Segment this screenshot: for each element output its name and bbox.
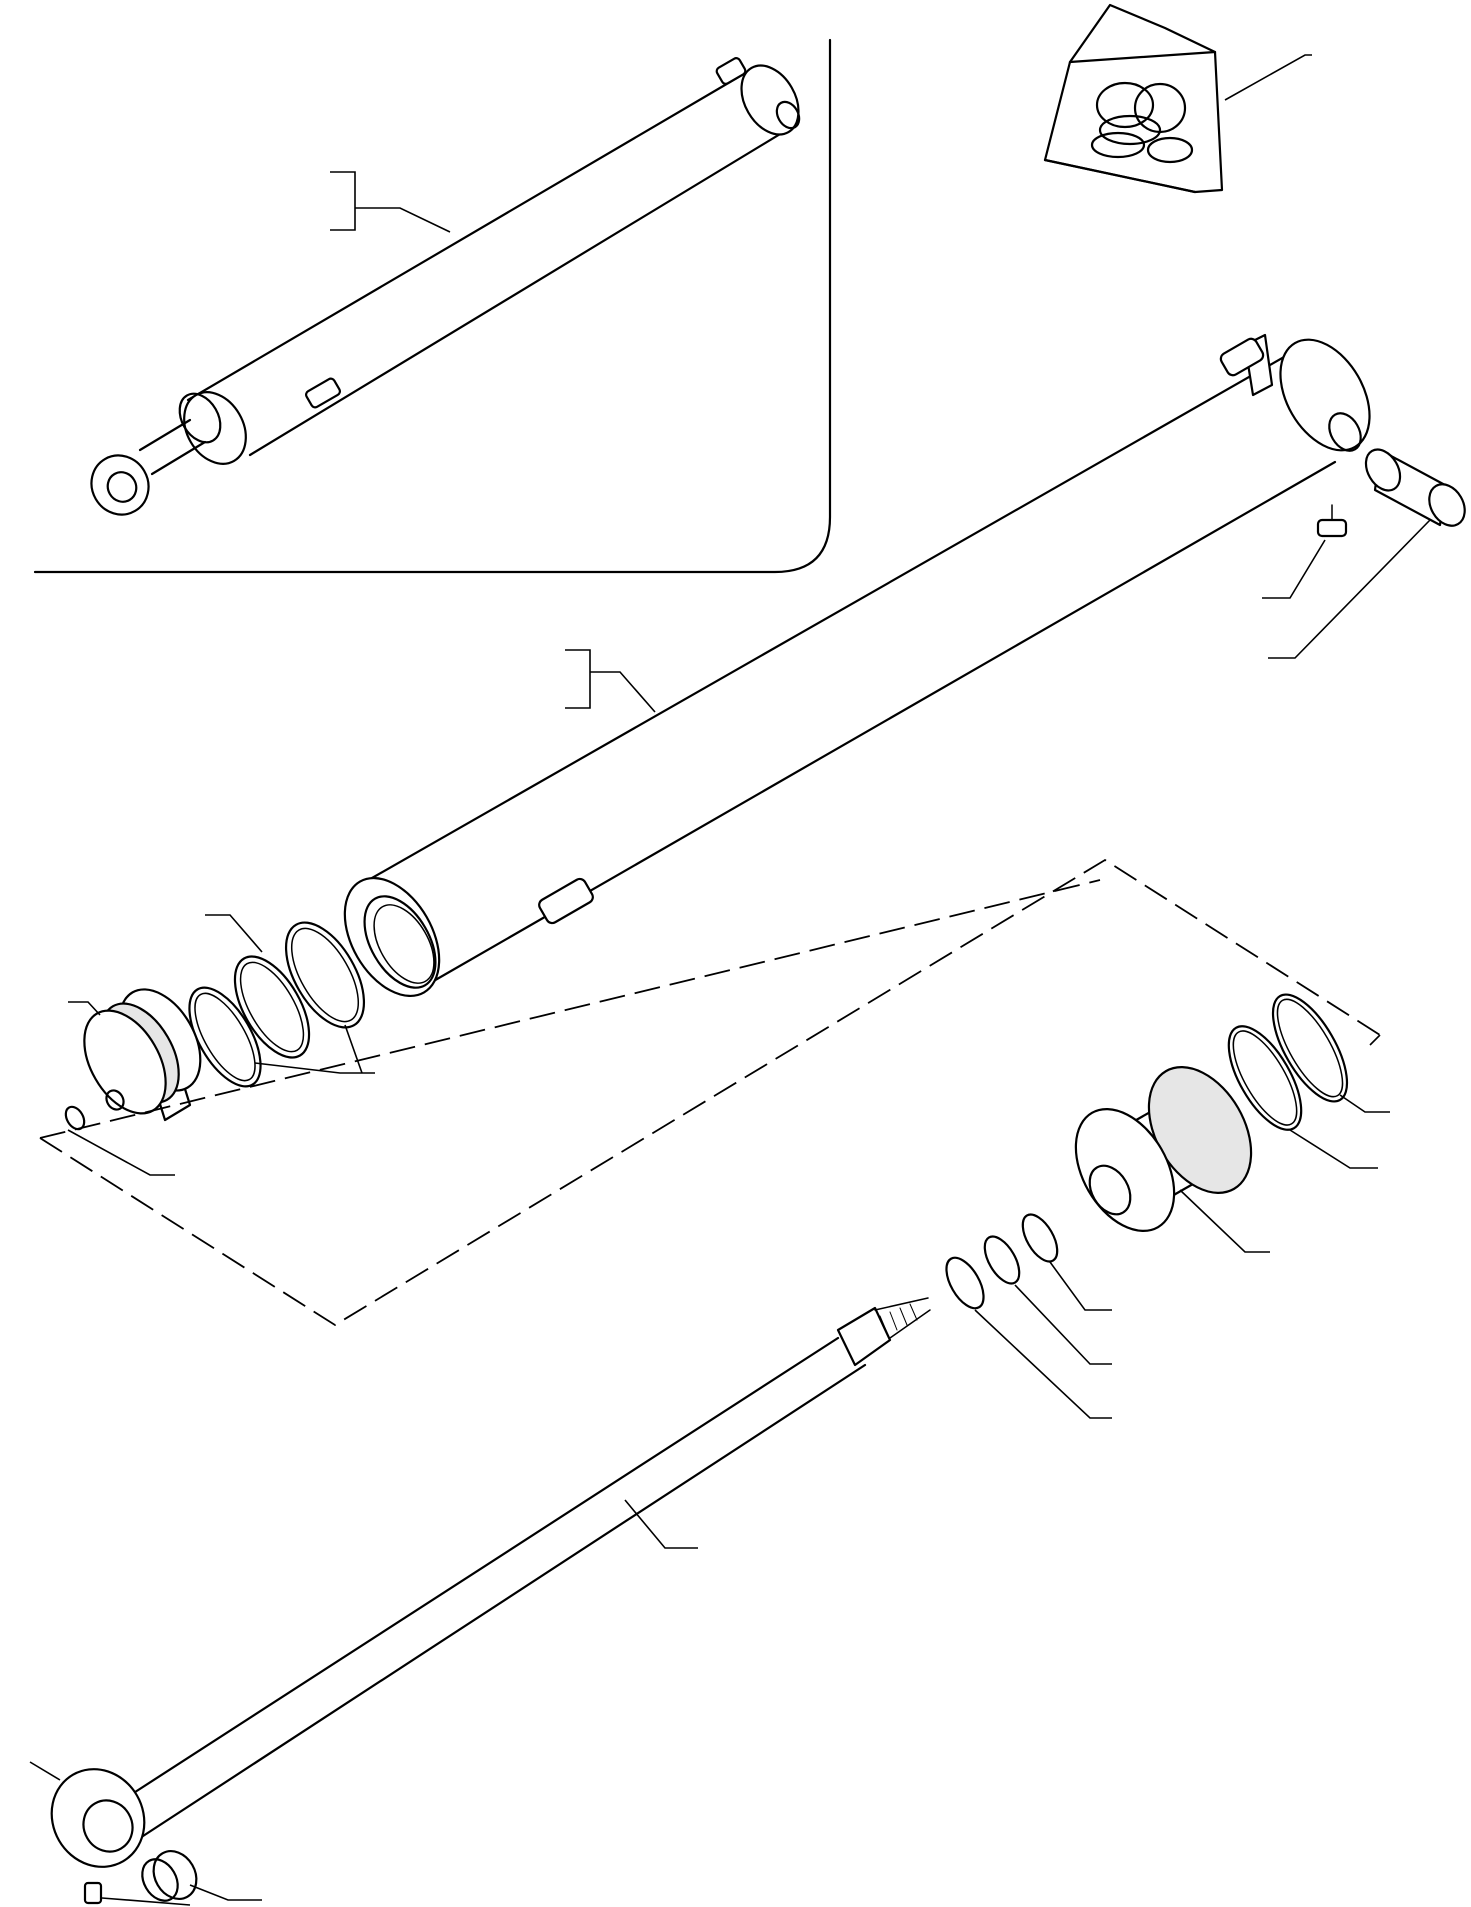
assembly-dashed-outline xyxy=(39,858,1381,1327)
pivot-pin xyxy=(1268,448,1466,659)
seal-kit-bag xyxy=(1043,3,1312,194)
front-seal-rings xyxy=(188,914,375,1088)
gland-head xyxy=(1074,993,1390,1253)
cylinder-barrel xyxy=(343,333,1371,998)
rod-seal-rings xyxy=(945,1213,1112,1419)
inset-assembled-cylinder xyxy=(90,57,801,516)
piston xyxy=(64,988,202,1176)
piston-rod xyxy=(29,1297,931,1906)
inset-frame xyxy=(33,38,832,574)
